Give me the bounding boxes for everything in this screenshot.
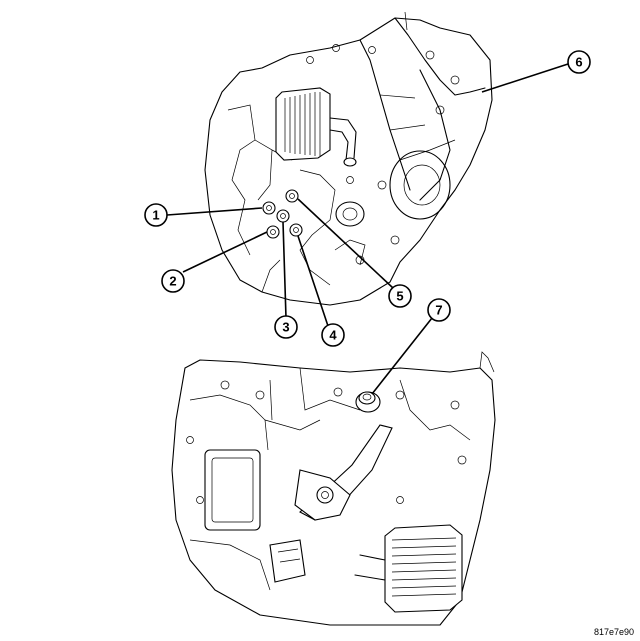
callout-label-5: 5: [396, 289, 403, 304]
callout-label-1: 1: [152, 208, 159, 223]
lower-transmission-illustration: [171, 351, 496, 626]
callout-label-4: 4: [329, 328, 337, 343]
callout-6: 6: [567, 50, 591, 74]
leader-line-3: [282, 221, 287, 319]
leader-lines: [166, 63, 569, 395]
leader-line-2: [182, 231, 268, 273]
callout-2: 2: [161, 269, 185, 293]
pressure-port-plugs: [262, 189, 303, 239]
leader-line-7: [371, 317, 433, 395]
callout-label-3: 3: [282, 320, 289, 335]
lower-oil-cooler: [354, 524, 463, 613]
callout-label-7: 7: [435, 303, 442, 318]
leader-line-5: [297, 198, 394, 289]
callout-1: 1: [144, 203, 168, 227]
plug-7: [355, 391, 381, 413]
manual-shift-lever: [294, 424, 393, 521]
callout-3: 3: [274, 315, 298, 339]
callout-4: 4: [321, 323, 345, 347]
figure-code: 817e7e90: [593, 627, 634, 637]
upper-transmission-illustration: [204, 11, 493, 306]
callout-5: 5: [388, 284, 412, 308]
callout-label-2: 2: [169, 274, 176, 289]
leader-line-6: [481, 63, 569, 93]
leader-line-1: [166, 207, 263, 216]
callouts: 1 2 3 4 5 6 7: [144, 50, 591, 347]
callout-label-6: 6: [575, 55, 582, 70]
callout-7: 7: [427, 298, 451, 322]
leader-line-4: [297, 235, 329, 327]
oil-cooler: [275, 87, 357, 167]
